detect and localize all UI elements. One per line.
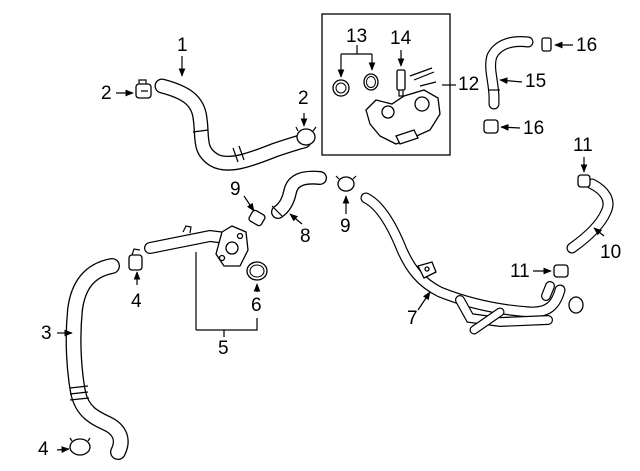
callout-2-right: 2 xyxy=(298,88,309,109)
part-12-housing-assembly[interactable] xyxy=(365,67,441,145)
part-11-clamp-bottom[interactable] xyxy=(553,264,569,278)
callout-14: 14 xyxy=(390,28,412,49)
part-5-outlet-assembly[interactable] xyxy=(144,225,249,267)
part-13-orings[interactable] xyxy=(332,73,379,97)
callout-10: 10 xyxy=(600,242,622,263)
callout-4-upper: 4 xyxy=(131,291,142,312)
part-14-sensor[interactable] xyxy=(396,69,406,97)
part-9-clamp-left[interactable] xyxy=(248,209,266,227)
callout-15: 15 xyxy=(525,71,547,92)
part-8-bypass-hose[interactable] xyxy=(271,170,327,219)
part-10-hose[interactable] xyxy=(566,178,614,254)
callout-8: 8 xyxy=(300,226,311,247)
part-7-coolant-pipe[interactable] xyxy=(360,192,584,335)
part-2-clamp-right[interactable] xyxy=(295,126,317,146)
callout-9-left: 9 xyxy=(230,179,241,200)
part-3-lower-hose[interactable] xyxy=(65,258,129,460)
part-16-clip-bottom[interactable] xyxy=(483,119,499,134)
callout-11-top: 11 xyxy=(573,135,593,156)
callout-3: 3 xyxy=(41,323,52,344)
callout-16-bottom: 16 xyxy=(523,118,545,139)
callout-9-right: 9 xyxy=(340,216,351,237)
part-15-hose[interactable] xyxy=(485,36,534,110)
callout-2-left: 2 xyxy=(101,83,112,104)
callout-12: 12 xyxy=(458,74,480,95)
callout-16-top: 16 xyxy=(576,35,598,56)
part-1-upper-hose[interactable] xyxy=(154,78,312,171)
part-16-clip-top[interactable] xyxy=(541,37,552,52)
part-6-gasket[interactable] xyxy=(246,261,268,281)
part-4-clamp-lower[interactable] xyxy=(69,437,91,456)
callout-5: 5 xyxy=(218,338,229,359)
part-4-clamp-upper[interactable] xyxy=(128,248,143,271)
callout-1: 1 xyxy=(177,35,188,56)
part-11-clamp-top[interactable] xyxy=(577,174,591,188)
leader-lines xyxy=(56,41,605,453)
callout-6: 6 xyxy=(251,295,262,316)
callout-11-bottom: 11 xyxy=(510,261,530,282)
part-9-clamp-right[interactable] xyxy=(335,175,357,192)
callout-13: 13 xyxy=(346,26,368,47)
callout-7: 7 xyxy=(407,308,418,329)
part-2-clamp-left[interactable] xyxy=(135,79,152,99)
callout-4-lower: 4 xyxy=(38,439,49,460)
